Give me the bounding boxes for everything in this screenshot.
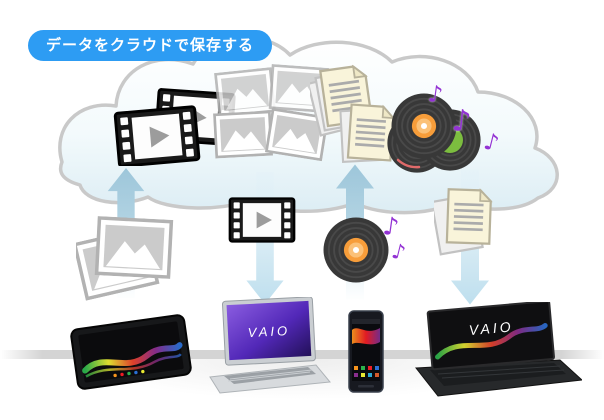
- tablet-device: [70, 314, 192, 390]
- vaio-logo: VAIO: [468, 318, 514, 338]
- title-badge: データをクラウドで保存する: [28, 30, 273, 61]
- smartphone-app-icons: [354, 366, 379, 377]
- smartphone-wallpaper: [352, 328, 380, 345]
- music-note-icon: ♪: [381, 211, 401, 242]
- music-note-icon: ♪: [450, 103, 473, 140]
- slider-laptop-screen: VAIO: [426, 302, 555, 371]
- laptop-screen: VAIO: [221, 297, 316, 366]
- downloading-documents-icon: [434, 188, 493, 256]
- laptop-keyboard: [224, 367, 316, 384]
- laptop-device: VAIO: [209, 297, 331, 394]
- slider-laptop-device: VAIO: [415, 302, 582, 397]
- music-note-icon: ♪: [426, 81, 445, 109]
- tablet-app-icons: [113, 369, 145, 378]
- smartphone-device: [348, 310, 384, 393]
- uploading-photos-icon: [76, 216, 174, 301]
- downloading-video-icon: [228, 197, 296, 243]
- tablet-body: [70, 314, 192, 390]
- cloud-music-files-icon: [386, 92, 482, 174]
- vaio-logo: VAIO: [247, 323, 290, 340]
- tablet-wallpaper-wave: [82, 342, 183, 374]
